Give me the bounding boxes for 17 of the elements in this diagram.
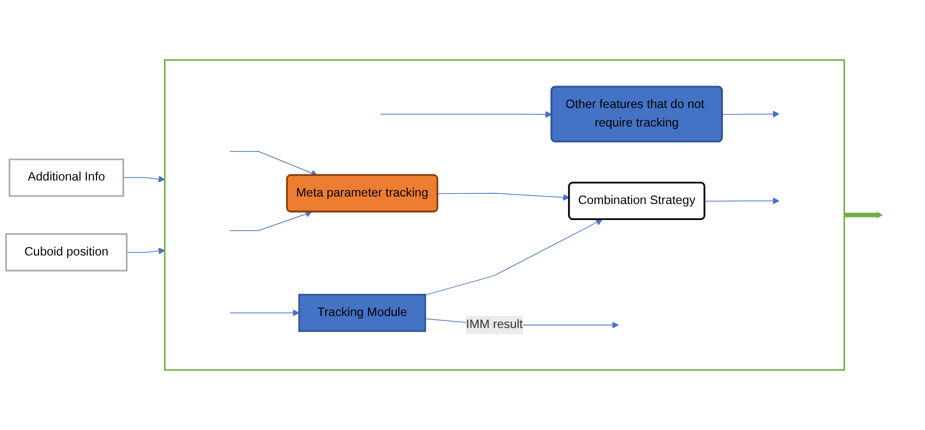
process-box: Other features that do not require tracking — [550, 86, 723, 142]
process-box: Combination Strategy — [568, 182, 706, 220]
arrow — [122, 176, 166, 182]
arrow — [230, 310, 300, 316]
arrow — [437, 192, 570, 201]
arrow — [230, 210, 312, 231]
arrow — [722, 110, 780, 118]
process-box: Meta parameter tracking — [286, 174, 438, 212]
arrow — [844, 212, 883, 218]
input-box: Cuboid position — [5, 233, 128, 272]
arrow — [704, 198, 780, 204]
process-box: Tracking Module — [298, 294, 426, 332]
input-box: Additional Info — [8, 158, 124, 197]
arrow — [230, 151, 318, 176]
arrow — [380, 111, 552, 118]
arrow — [424, 219, 603, 296]
arrow — [126, 248, 166, 254]
